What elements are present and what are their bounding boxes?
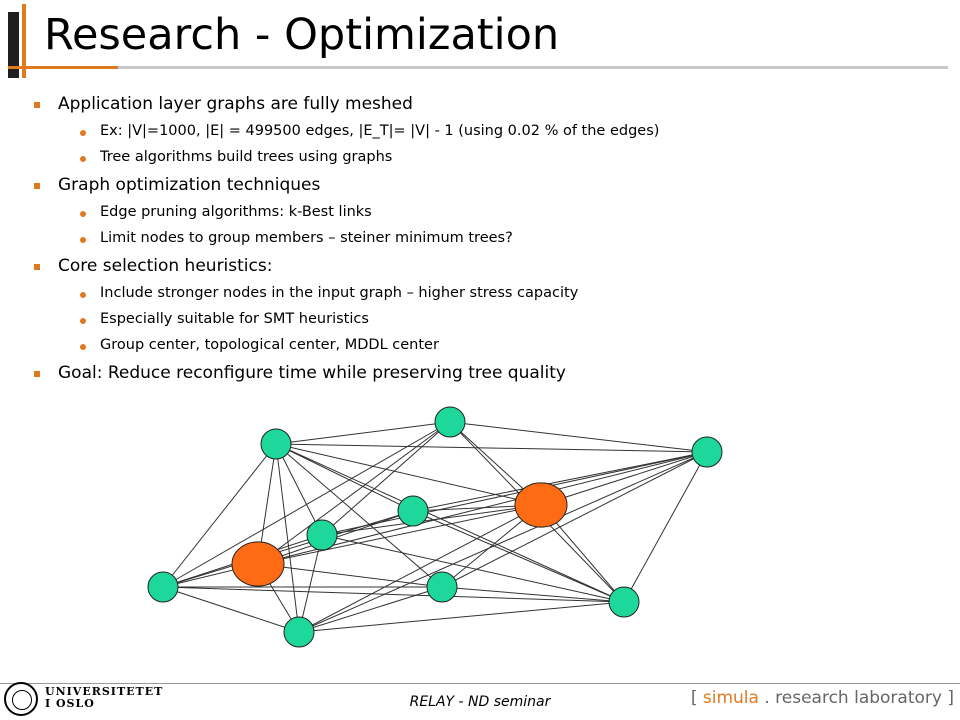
square-bullet-icon (34, 102, 40, 108)
graph-edge (162, 510, 414, 588)
sub-bullet-text: Group center, topological center, MDDL c… (100, 337, 439, 353)
footer-divider (0, 683, 960, 684)
graph-edge (162, 421, 451, 588)
simula-logo: [ simula . research laboratory ] (690, 688, 954, 708)
graph-edge (275, 443, 542, 506)
graph-node (147, 571, 179, 603)
sub-bullet-text: Tree algorithms build trees using graphs (100, 149, 393, 165)
graph-edge (298, 504, 542, 633)
round-bullet-icon (80, 237, 86, 243)
graph-edge (449, 421, 708, 453)
round-bullet-icon (80, 130, 86, 136)
sub-bullet-item: Tree algorithms build trees using graphs (34, 149, 934, 165)
round-bullet-icon (80, 156, 86, 162)
sub-bullet-item: Edge pruning algorithms: k-Best links (34, 204, 934, 220)
graph-nodes (147, 406, 723, 648)
graph-edge (162, 586, 300, 633)
graph-edge (162, 586, 625, 603)
graph-edge (275, 443, 708, 453)
sub-bullet-item: Include stronger nodes in the input grap… (34, 285, 934, 301)
bullet-text: Graph optimization techniques (58, 175, 321, 195)
graph-edge (275, 443, 300, 633)
footer-caption: RELAY - ND seminar (409, 694, 551, 710)
bullet-list: Application layer graphs are fully meshe… (34, 94, 934, 392)
university-logo-text: UNIVERSITETET I OSLO (45, 685, 164, 710)
graph-node (434, 406, 466, 438)
bullet-text: Application layer graphs are fully meshe… (58, 94, 413, 114)
bullet-text: Goal: Reduce reconfigure time while pres… (58, 363, 566, 383)
graph-edge (412, 451, 708, 512)
graph-node (283, 616, 315, 648)
graph-node (691, 436, 723, 468)
sub-bullet-item: Group center, topological center, MDDL c… (34, 337, 934, 353)
graph-node (306, 519, 338, 551)
slide-title: Research - Optimization (44, 10, 560, 60)
graph-edge (298, 586, 443, 633)
square-bullet-icon (34, 264, 40, 270)
sub-bullet-item: Ex: |V|=1000, |E| = 499500 edges, |E_T|=… (34, 123, 934, 139)
graph-node (397, 495, 429, 527)
graph-edge (623, 451, 708, 603)
graph-edge (275, 421, 451, 445)
graph-edge (321, 421, 451, 536)
bullet-item: Core selection heuristics: (34, 256, 934, 276)
bullet-item: Application layer graphs are fully meshe… (34, 94, 934, 114)
graph-edge (321, 451, 708, 536)
graph-edge (540, 451, 708, 506)
graph-edge (275, 443, 625, 603)
round-bullet-icon (80, 318, 86, 324)
sub-bullet-item: Limit nodes to group members – steiner m… (34, 230, 934, 246)
core-node (231, 541, 285, 587)
graph-edge (257, 504, 542, 565)
sub-bullet-item: Especially suitable for SMT heuristics (34, 311, 934, 327)
square-bullet-icon (34, 183, 40, 189)
sub-bullet-text: Limit nodes to group members – steiner m… (100, 230, 513, 246)
round-bullet-icon (80, 292, 86, 298)
sub-bullet-text: Ex: |V|=1000, |E| = 499500 edges, |E_T|=… (100, 123, 660, 139)
core-node (514, 482, 568, 528)
graph-edge (275, 443, 323, 536)
graph-edge (321, 534, 625, 603)
sub-bullet-text: Edge pruning algorithms: k-Best links (100, 204, 372, 220)
graph-edge (257, 421, 451, 565)
graph-edge (162, 443, 277, 588)
bullet-text: Core selection heuristics: (58, 256, 273, 276)
university-seal-icon (4, 682, 38, 716)
graph-edge (257, 563, 443, 588)
title-accent-stripe (22, 4, 26, 78)
graph-edge (275, 443, 414, 512)
square-bullet-icon (34, 371, 40, 377)
graph-edge (441, 586, 625, 603)
sub-bullet-text: Include stronger nodes in the input grap… (100, 285, 579, 301)
graph-node (426, 571, 458, 603)
bullet-item: Goal: Reduce reconfigure time while pres… (34, 363, 934, 383)
graph-edge (275, 443, 443, 588)
bullet-item: Graph optimization techniques (34, 175, 934, 195)
sub-bullet-text: Especially suitable for SMT heuristics (100, 311, 369, 327)
graph-edge (412, 510, 625, 603)
graph-edge (298, 451, 708, 633)
graph-node (608, 586, 640, 618)
round-bullet-icon (80, 211, 86, 217)
title-underline (8, 66, 948, 69)
title-accent-bar (8, 12, 19, 78)
graph-node (260, 428, 292, 460)
graph-edge (441, 451, 708, 588)
graph-edge (298, 601, 625, 633)
round-bullet-icon (80, 344, 86, 350)
